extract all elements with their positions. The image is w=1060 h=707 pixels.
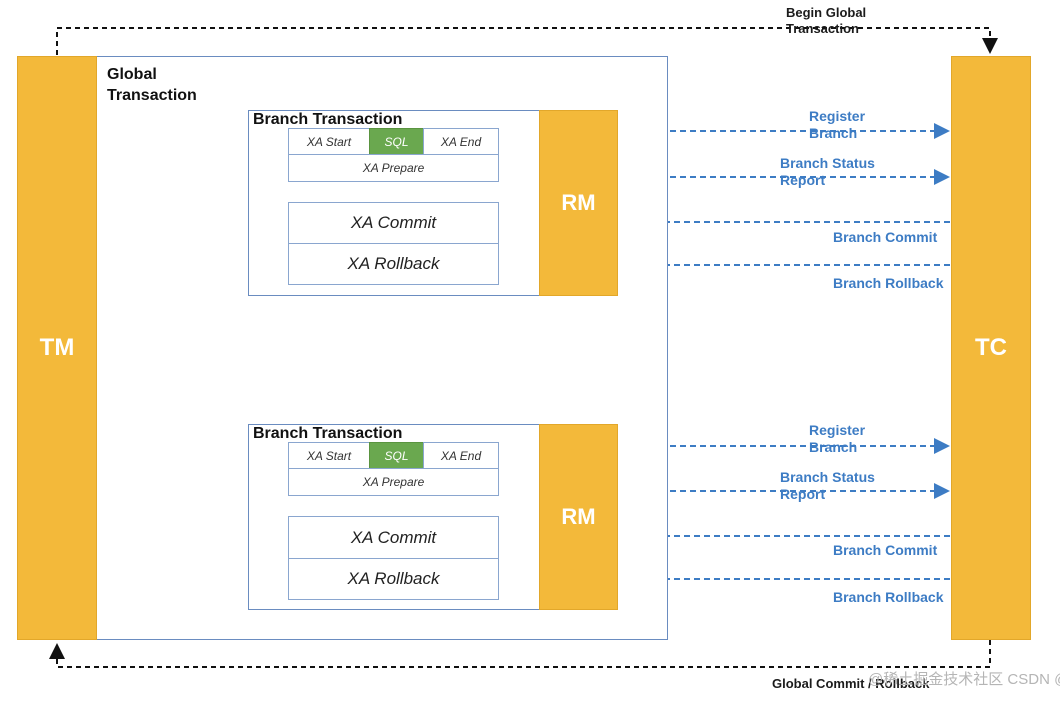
global-transaction-label-line1: Global <box>107 66 157 83</box>
xa-end-cell-1: XA End <box>423 128 499 155</box>
register-branch-label-1-line2: Branch <box>809 125 858 141</box>
xa-prepare-cell-2: XA Prepare <box>288 468 499 496</box>
branch-commit-label-1: Branch Commit <box>833 229 938 245</box>
branch-status-report-label-1: Branch Status Report <box>780 155 875 189</box>
branch-status-report-label-2: Branch Status Report <box>780 469 875 503</box>
xa-rollback-cell-2: XA Rollback <box>288 558 499 600</box>
tc-block: TC <box>951 56 1031 640</box>
global-transaction-label: Global Transaction <box>107 64 197 106</box>
branch-transaction-label-1: Branch Transaction <box>253 111 403 128</box>
register-branch-label-1: Register Branch <box>809 108 865 142</box>
branch-status-report-label-1-line1: Branch Status <box>780 155 875 171</box>
branch-status-report-label-2-line2: Report <box>780 486 826 502</box>
xa-rollback-cell-1: XA Rollback <box>288 243 499 285</box>
tm-block: TM <box>17 56 97 640</box>
tc-label: TC <box>975 334 1007 361</box>
branch-rollback-label-2: Branch Rollback <box>833 589 944 605</box>
register-branch-label-2-line1: Register <box>809 422 866 438</box>
global-commit-rollback-label: Global Commit / Rollback <box>772 676 930 691</box>
tm-label: TM <box>39 334 75 361</box>
rm-block-1: RM <box>539 110 618 296</box>
xa-start-cell-2: XA Start <box>288 442 370 469</box>
register-branch-label-2: Register Branch <box>809 422 865 456</box>
watermark: @稀土掘金技术社区 CSDN @lisydn <box>868 671 1060 688</box>
rm-label-1: RM <box>561 190 596 215</box>
branch-transaction-label-2: Branch Transaction <box>253 425 403 442</box>
sql-cell-1: SQL <box>369 128 424 155</box>
branch-rollback-label-1: Branch Rollback <box>833 275 944 291</box>
branch-status-report-label-1-line2: Report <box>780 172 826 188</box>
xa-end-cell-2: XA End <box>423 442 499 469</box>
xa-start-cell-1: XA Start <box>288 128 370 155</box>
xa-commit-cell-1: XA Commit <box>288 202 499 244</box>
register-branch-label-2-line2: Branch <box>809 439 858 455</box>
register-branch-label-1-line1: Register <box>809 108 866 124</box>
branch-status-report-label-2-line1: Branch Status <box>780 469 875 485</box>
begin-global-transaction-label-line2: Transaction <box>786 21 859 36</box>
begin-global-transaction-line <box>56 27 998 55</box>
xa-commit-cell-2: XA Commit <box>288 516 499 559</box>
global-transaction-label-line2: Transaction <box>107 87 197 104</box>
branch-commit-label-2: Branch Commit <box>833 542 938 558</box>
rm-label-2: RM <box>561 504 596 529</box>
rm-block-2: RM <box>539 424 618 610</box>
begin-global-transaction-label: Begin Global Transaction <box>786 5 866 37</box>
xa-prepare-cell-1: XA Prepare <box>288 154 499 182</box>
begin-global-transaction-label-line1: Begin Global <box>786 5 867 20</box>
sql-cell-2: SQL <box>369 442 424 469</box>
global-commit-rollback-line <box>49 640 991 668</box>
